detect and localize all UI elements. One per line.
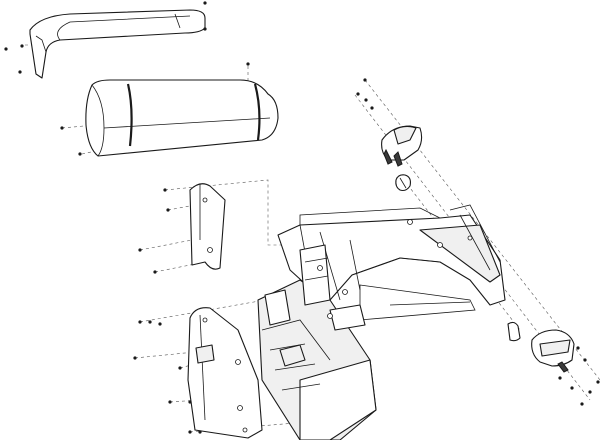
end-cap-upper (356, 78, 423, 167)
end-cap-lower (531, 329, 600, 406)
upper-housing (60, 62, 279, 157)
knob-upper (395, 174, 411, 192)
main-frame (257, 204, 506, 440)
knob-lower (507, 321, 521, 342)
side-panel-small (138, 183, 226, 274)
side-panel-large (133, 307, 263, 439)
top-cover (4, 1, 207, 79)
